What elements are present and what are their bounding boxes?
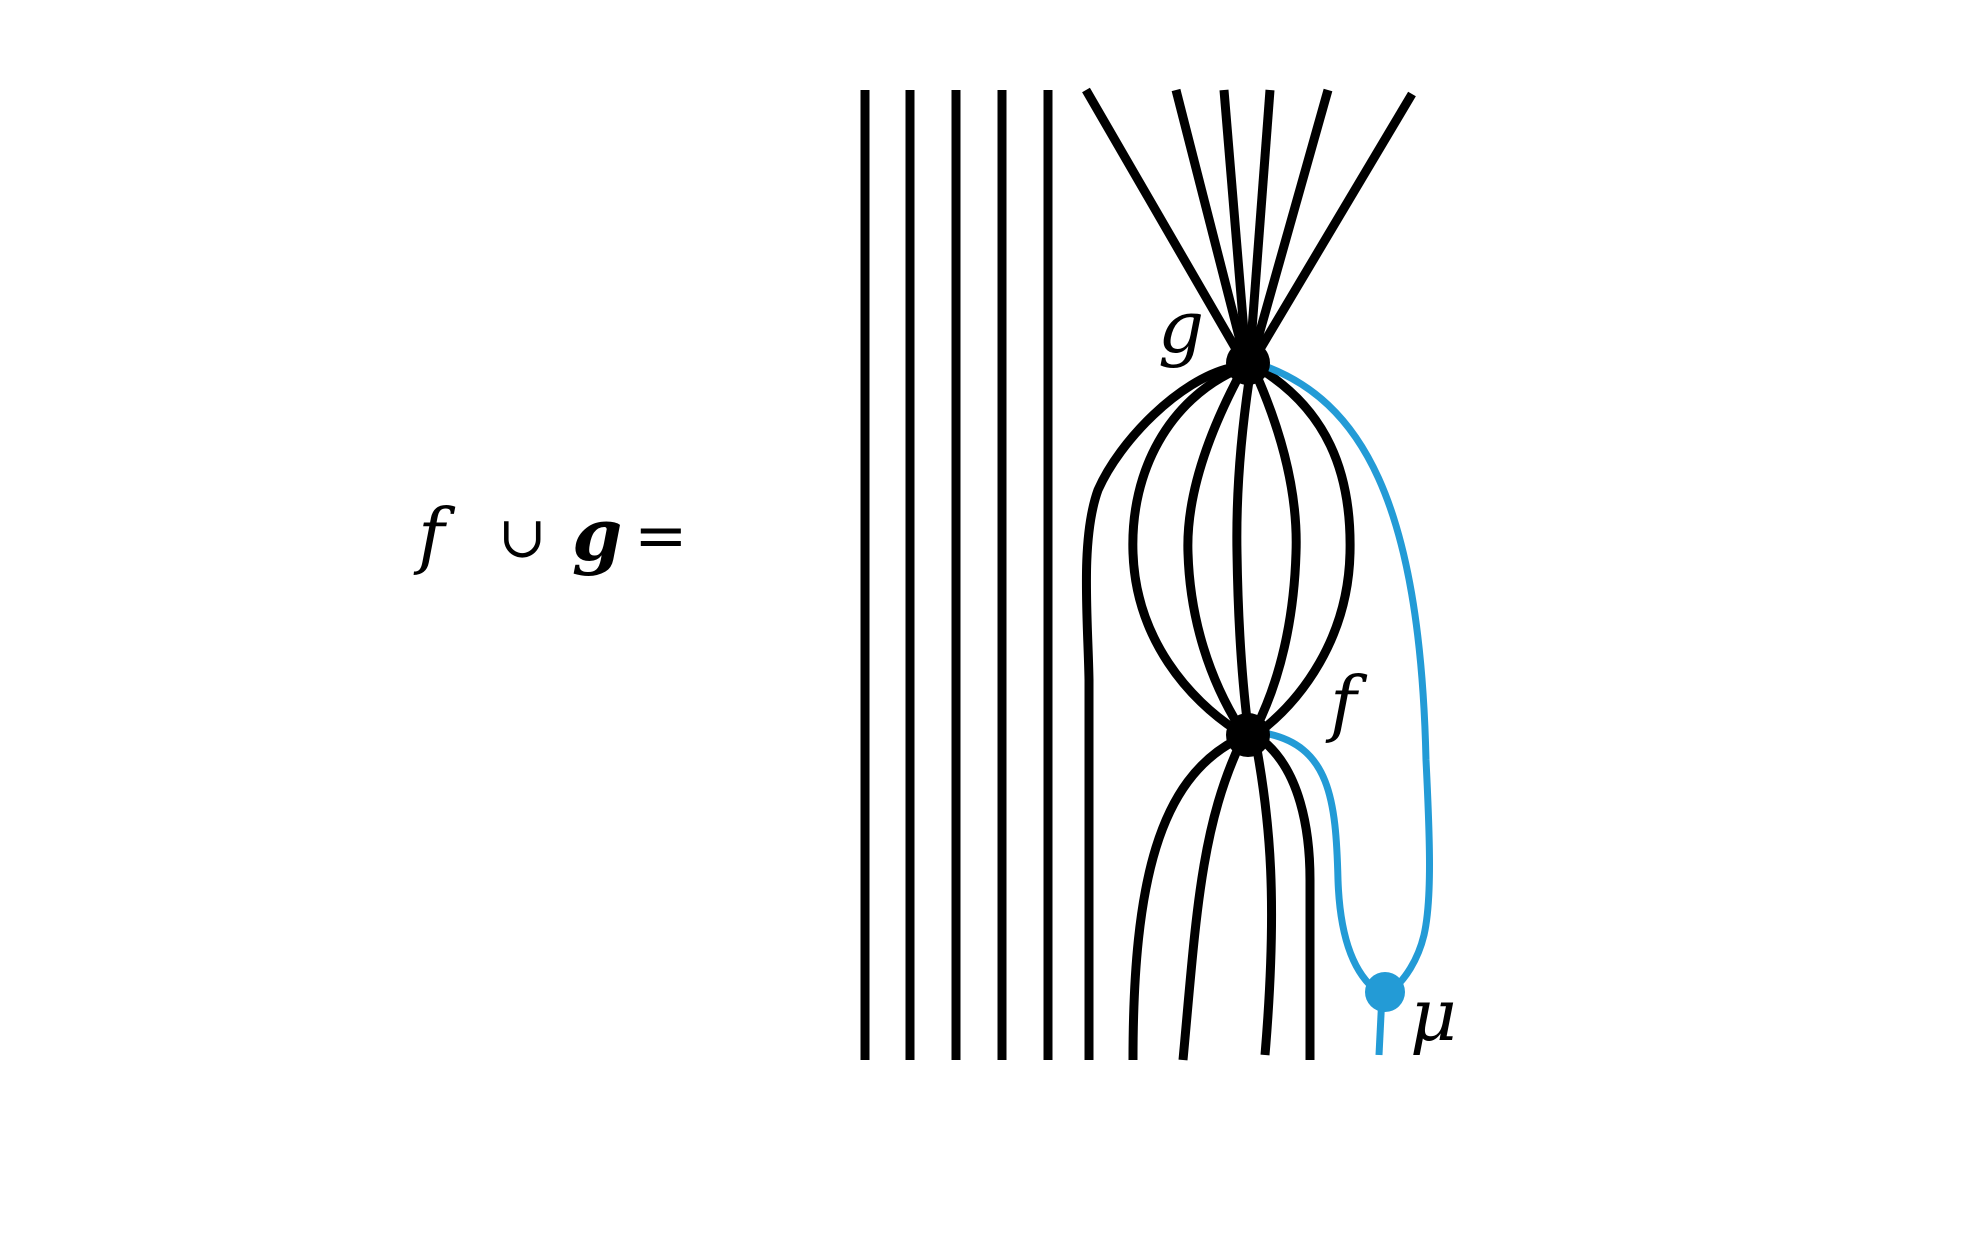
bottom-strand-3: [1251, 743, 1277, 1056]
bypass-strand: [1081, 363, 1232, 1060]
lens-strand-inner-right: [1251, 372, 1301, 731]
node-mu: [1365, 972, 1405, 1012]
parallel-strands: [860, 90, 1053, 1060]
lens-strand-outer-left: [1128, 365, 1239, 734]
equation-g: g: [572, 492, 622, 577]
label-mu: μ: [1410, 973, 1457, 1057]
lens-strand-inner-left: [1183, 371, 1244, 731]
lens-strand-outer-right: [1259, 366, 1355, 734]
equation-f: f: [413, 493, 456, 577]
equation-cup-symbol: ∪: [498, 503, 547, 571]
top-fan-strands: [1082, 87, 1416, 359]
bottom-strand-4: [1259, 736, 1315, 1060]
fan-strand-4: [1245, 89, 1275, 357]
label-g: g: [1158, 285, 1204, 369]
fan-strand-1: [1082, 87, 1244, 359]
lens-strand-center: [1232, 373, 1255, 729]
fan-strand-2: [1171, 88, 1249, 358]
bottom-strand-1: [1128, 736, 1239, 1061]
fan-strand-3: [1219, 89, 1251, 357]
bottom-strands: [1128, 736, 1315, 1061]
blue-strand-from-f: [1263, 729, 1381, 995]
fan-strand-6: [1252, 91, 1416, 359]
equation-equals: =: [634, 499, 688, 573]
equation-lhs: f ∪ g =: [413, 492, 688, 577]
node-f: [1226, 713, 1270, 757]
bottom-strand-2: [1178, 742, 1245, 1061]
node-g: [1226, 341, 1270, 385]
fan-strand-5: [1248, 88, 1333, 358]
label-f: f: [1325, 661, 1368, 745]
lens-strands: [1128, 365, 1355, 734]
blue-strand-from-g: [1260, 361, 1433, 995]
